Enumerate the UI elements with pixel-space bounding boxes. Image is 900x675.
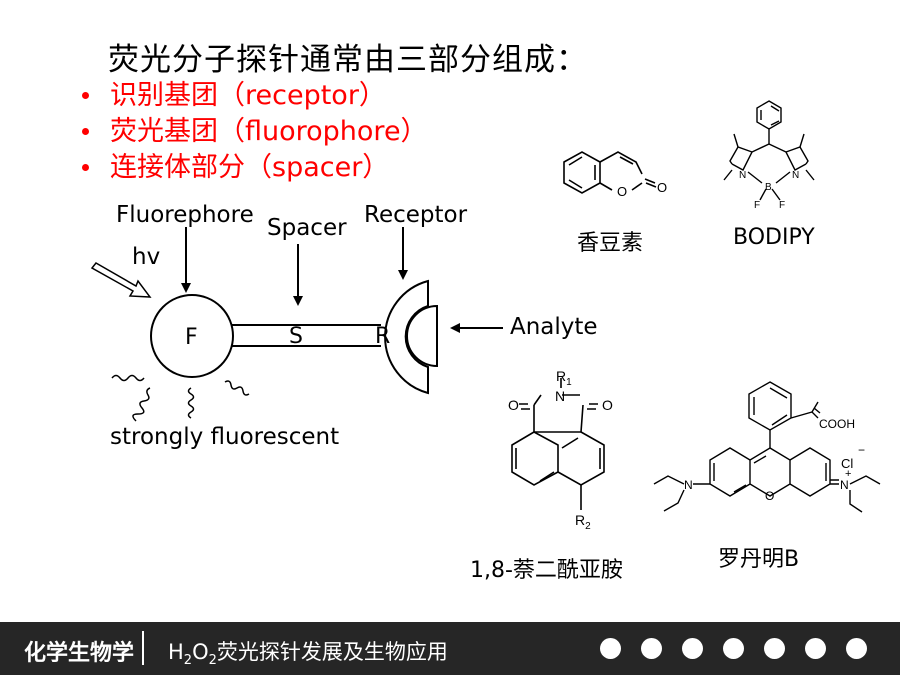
- bullet-text: 荧光基团（fluorophore）: [110, 116, 428, 147]
- receptor-label: Receptor: [364, 202, 468, 228]
- carboxyl-group: COOH: [819, 417, 855, 431]
- nav-dot[interactable]: [682, 638, 703, 659]
- course-name: 化学生物学: [24, 641, 135, 666]
- footer-bar: 化学生物学 H2O2荧光探针发展及生物应用: [0, 622, 900, 675]
- fluorophore-letter: F: [185, 325, 198, 350]
- bodipy-nitrogen-left: N: [739, 170, 746, 181]
- naphthalimide-structure: [511, 378, 605, 510]
- chloride-counterion: Cl: [841, 456, 853, 471]
- receptor-cup: [384, 279, 429, 395]
- coumarin-carbonyl-oxygen: O: [657, 180, 667, 195]
- bodipy-name: BODIPY: [733, 225, 815, 250]
- nav-dot[interactable]: [641, 638, 662, 659]
- chloride-charge-minus: −: [858, 443, 865, 457]
- component-list: 识别基团（receptor） 荧光基团（fluorophore） 连接体部分（s…: [82, 78, 428, 186]
- spacer-letter: S: [289, 324, 303, 349]
- coumarin-name: 香豆素: [577, 231, 644, 256]
- emission-wave-icon: [132, 387, 151, 422]
- r2-substituent: R2: [575, 512, 591, 532]
- bodipy-fluorine-right: F: [779, 200, 785, 211]
- rhodamine-iminium-nitrogen: N: [840, 478, 849, 492]
- coumarin-structure: [563, 151, 657, 194]
- fluorephore-label: Fluorephore: [116, 202, 254, 228]
- fluorescent-label: strongly fluorescent: [110, 424, 340, 450]
- bullet-dot-icon: [82, 92, 89, 99]
- excitation-arrow-icon: [90, 262, 152, 298]
- footer-divider: [142, 631, 144, 665]
- lecture-topic: H2O2荧光探针发展及生物应用: [168, 640, 448, 669]
- hv-label: hv: [132, 244, 161, 270]
- probe-and-structures-drawing: O O N N B F F O O N R1 R2: [90, 100, 881, 532]
- bullet-fluorophore: 荧光基团（fluorophore）: [82, 114, 428, 150]
- naphthalimide-name: 1,8-萘二酰亚胺: [470, 558, 623, 583]
- emission-wave-icon: [187, 387, 195, 419]
- bullet-text: 连接体部分（spacer）: [110, 152, 390, 183]
- iminium-charge-plus: +: [845, 468, 851, 480]
- receptor-inner-notch: [406, 304, 438, 368]
- slide-nav-dots: [600, 638, 867, 659]
- naphthalimide-oxygen-left: O: [508, 397, 519, 413]
- rhodamine-xanthene-oxygen: O: [765, 489, 774, 503]
- bodipy-structure: [723, 100, 815, 201]
- analyte-label: Analyte: [510, 314, 598, 340]
- bodipy-boron: B: [765, 182, 772, 193]
- bodipy-nitrogen-right: N: [792, 170, 799, 181]
- rhodamine-amine-nitrogen: N: [684, 478, 693, 492]
- nav-dot[interactable]: [805, 638, 826, 659]
- receptor-letter: R: [375, 324, 391, 349]
- nav-dot[interactable]: [600, 638, 621, 659]
- r1-substituent: R1: [556, 368, 572, 388]
- bullet-spacer: 连接体部分（spacer）: [82, 150, 428, 186]
- emission-wave-icon: [224, 380, 250, 396]
- fluorophore-circle: [150, 294, 234, 378]
- spacer-label: Spacer: [267, 215, 347, 241]
- naphthalimide-oxygen-right: O: [602, 397, 613, 413]
- emission-wave-icon: [111, 374, 145, 382]
- rhodamine-structure: [653, 381, 881, 513]
- bullet-dot-icon: [82, 164, 89, 171]
- coumarin-ring-oxygen: O: [617, 184, 627, 199]
- rhodamine-name: 罗丹明B: [718, 547, 800, 572]
- bullet-text: 识别基团（receptor）: [110, 80, 386, 111]
- probe-schematic: [90, 227, 503, 422]
- bullet-dot-icon: [82, 128, 89, 135]
- nav-dot[interactable]: [764, 638, 785, 659]
- naphthalimide-nitrogen: N: [555, 388, 565, 404]
- nav-dot[interactable]: [846, 638, 867, 659]
- nav-dot[interactable]: [723, 638, 744, 659]
- slide-title: 荧光分子探针通常由三部分组成：: [108, 42, 588, 78]
- bullet-receptor: 识别基团（receptor）: [82, 78, 428, 114]
- bodipy-fluorine-left: F: [754, 200, 760, 211]
